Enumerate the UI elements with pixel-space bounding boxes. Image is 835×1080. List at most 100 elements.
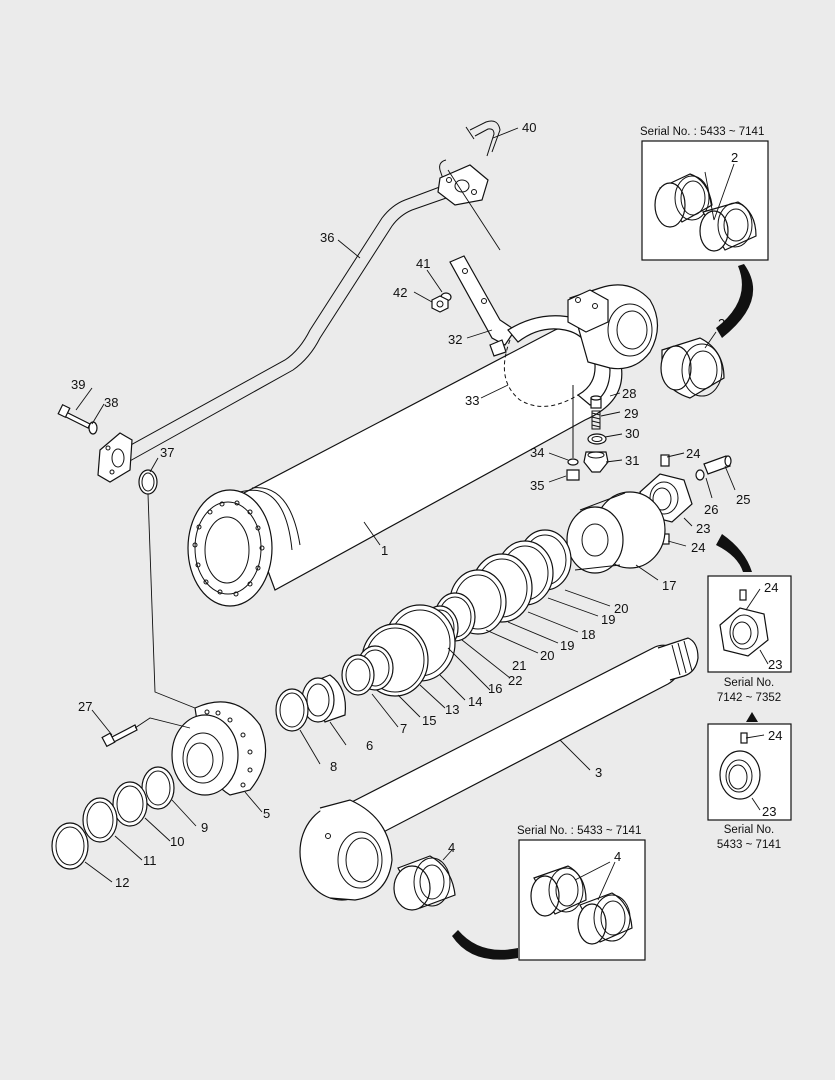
serial-label-top-box: Serial No. : 5433 ~ 7141 xyxy=(640,126,764,138)
callout-32: 32 xyxy=(448,332,462,347)
nut-box-1 xyxy=(707,575,792,673)
ring-7 xyxy=(341,654,375,696)
callout-4: 4 xyxy=(448,840,455,855)
callout-42: 42 xyxy=(393,285,407,300)
curved-arrow-bottom-icon xyxy=(452,930,518,960)
callout-5: 5 xyxy=(263,806,270,821)
pin-25 xyxy=(703,455,732,475)
curved-arrow-nut-icon xyxy=(716,534,752,572)
serial-box-top xyxy=(641,140,769,261)
callout-13: 13 xyxy=(445,702,459,717)
callout-23-b: 23 xyxy=(768,657,782,672)
up-arrow-icon xyxy=(746,712,758,722)
set-screw-24-top xyxy=(660,454,670,467)
callout-16: 16 xyxy=(488,681,502,696)
callout-23-c: 23 xyxy=(762,804,776,819)
callout-36: 36 xyxy=(320,230,334,245)
serial-box-bottom xyxy=(518,839,646,961)
callout-33: 33 xyxy=(465,393,479,408)
callout-25: 25 xyxy=(736,492,750,507)
ring-9 xyxy=(141,766,175,810)
callout-24-d: 24 xyxy=(768,728,782,743)
callout-labels: 40 36 41 42 32 33 39 38 37 1 2 2 28 29 3… xyxy=(71,120,782,890)
grease-fitting-28 xyxy=(590,395,602,409)
callout-7: 7 xyxy=(400,721,407,736)
piston-rod-3 xyxy=(299,637,699,901)
bushing-4 xyxy=(393,855,456,911)
callout-6: 6 xyxy=(366,738,373,753)
pipe-flange-top xyxy=(437,164,489,206)
ring-12 xyxy=(51,822,89,870)
callout-38: 38 xyxy=(104,395,118,410)
callout-20-a: 20 xyxy=(614,601,628,616)
callout-26: 26 xyxy=(704,502,718,517)
bushing-6 xyxy=(301,674,347,723)
check-valve-31 xyxy=(583,451,609,473)
leader-lines xyxy=(75,127,769,901)
piston-17 xyxy=(566,491,666,574)
callout-19-b: 19 xyxy=(560,638,574,653)
callout-31: 31 xyxy=(625,453,639,468)
callout-29: 29 xyxy=(624,406,638,421)
nut-box-2 xyxy=(707,723,792,821)
serial-label-nut-box-2-line2: 5433 ~ 7141 xyxy=(717,839,781,851)
washer-34 xyxy=(567,458,579,466)
callout-39: 39 xyxy=(71,377,85,392)
cylinder-end-eye xyxy=(567,284,659,370)
callout-19-a: 19 xyxy=(601,612,615,627)
callout-21: 21 xyxy=(512,658,526,673)
callout-11: 11 xyxy=(143,853,157,868)
callout-3: 3 xyxy=(595,765,602,780)
callout-20-b: 20 xyxy=(540,648,554,663)
o-ring-30 xyxy=(587,433,607,445)
ring-10 xyxy=(112,781,148,827)
cylinder-flange-bolt-holes xyxy=(192,500,265,597)
bolt-39 xyxy=(57,403,91,429)
callout-14: 14 xyxy=(468,694,482,709)
u-bolt-40 xyxy=(465,120,501,157)
pipe-36 xyxy=(117,159,453,463)
serial-label-nut-box-1-line1: Serial No. xyxy=(724,677,775,689)
callout-15: 15 xyxy=(422,713,436,728)
bolt-35 xyxy=(566,385,580,481)
callout-30: 30 xyxy=(625,426,639,441)
callout-9: 9 xyxy=(201,820,208,835)
pipe-route-line xyxy=(147,493,196,709)
callout-10: 10 xyxy=(170,834,184,849)
cylinder-head-5 xyxy=(171,701,267,796)
serial-label-nut-box-2-line1: Serial No. xyxy=(724,824,775,836)
callout-18: 18 xyxy=(581,627,595,642)
spring-29 xyxy=(591,410,601,430)
callout-28: 28 xyxy=(622,386,636,401)
serial-label-bottom-box: Serial No. : 5433 ~ 7141 xyxy=(517,825,641,837)
callout-2-box: 2 xyxy=(731,150,738,165)
nut-42 xyxy=(431,295,449,313)
callout-24-a: 24 xyxy=(686,446,700,461)
o-ring-37 xyxy=(138,469,158,495)
callout-17: 17 xyxy=(662,578,676,593)
curved-arrow-top-icon xyxy=(716,264,754,338)
callout-37: 37 xyxy=(160,445,174,460)
callout-22: 22 xyxy=(508,673,522,688)
bushing-2 xyxy=(660,337,725,399)
washer-38 xyxy=(88,421,98,435)
serial-label-nut-box-1-line2: 7142 ~ 7352 xyxy=(717,692,781,704)
callout-8: 8 xyxy=(330,759,337,774)
callout-27: 27 xyxy=(78,699,92,714)
callout-2: 2 xyxy=(718,316,725,331)
callout-34: 34 xyxy=(530,445,544,460)
callout-23-a: 23 xyxy=(696,521,710,536)
callout-24-c: 24 xyxy=(764,580,778,595)
serial-number-labels: Serial No. : 5433 ~ 7141 Serial No. : 54… xyxy=(517,126,781,851)
callout-1: 1 xyxy=(381,543,388,558)
callout-35: 35 xyxy=(530,478,544,493)
callout-41: 41 xyxy=(416,256,430,271)
ball-26 xyxy=(695,469,705,481)
callout-24-b: 24 xyxy=(691,540,705,555)
callout-4-box: 4 xyxy=(614,849,621,864)
bolt-27 xyxy=(101,717,191,748)
ring-11 xyxy=(82,797,118,843)
callout-12: 12 xyxy=(115,875,129,890)
ring-8 xyxy=(275,688,309,732)
